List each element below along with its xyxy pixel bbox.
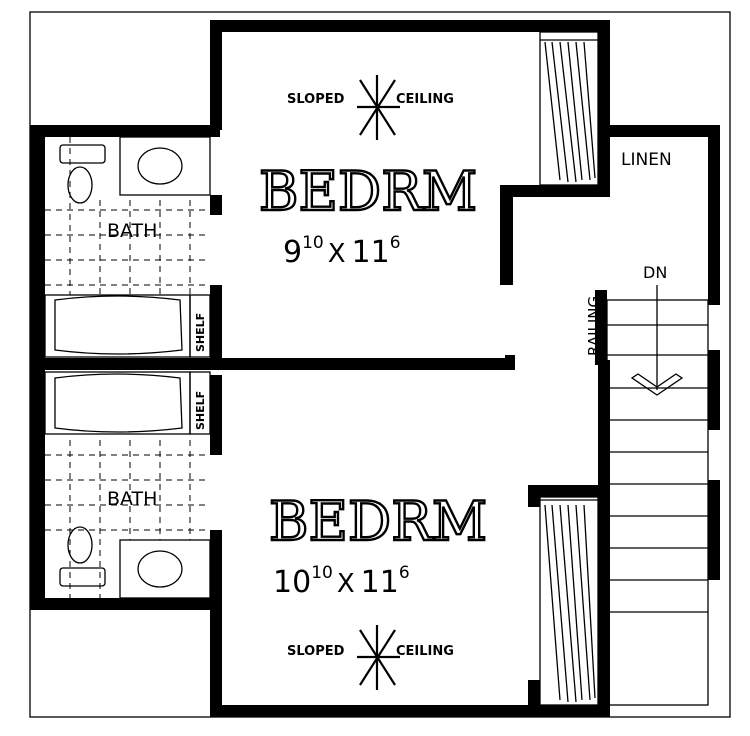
sloped-label: SLOPED (287, 644, 345, 659)
closet-top (539, 31, 599, 186)
closet-bottom (539, 496, 599, 706)
bath-top-label: BATH (107, 220, 157, 242)
shelf-label-bottom: SHELF (194, 391, 207, 430)
bath-top-fixtures (44, 136, 211, 358)
sloped-ceiling-bottom: SLOPED CEILING (287, 625, 454, 690)
sloped-ceiling-top: SLOPED CEILING (287, 75, 454, 140)
linen-label: LINEN (621, 150, 672, 170)
bedroom-bottom-label: BEDRM (269, 490, 487, 553)
bath-bottom-fixtures (44, 371, 211, 599)
stair-dn-label: DN (643, 263, 667, 282)
bedroom-top-label: BEDRM (259, 160, 477, 223)
walls (30, 20, 720, 717)
bath-bottom-label: BATH (107, 488, 157, 510)
chevron-down-icon (630, 373, 684, 396)
railing-label: RAILING (585, 296, 603, 356)
ceiling-label: CEILING (396, 92, 454, 107)
sloped-label: SLOPED (287, 92, 345, 107)
ceiling-label: CEILING (396, 644, 454, 659)
staircase (606, 285, 709, 706)
shelf-label-top: SHELF (194, 313, 207, 352)
